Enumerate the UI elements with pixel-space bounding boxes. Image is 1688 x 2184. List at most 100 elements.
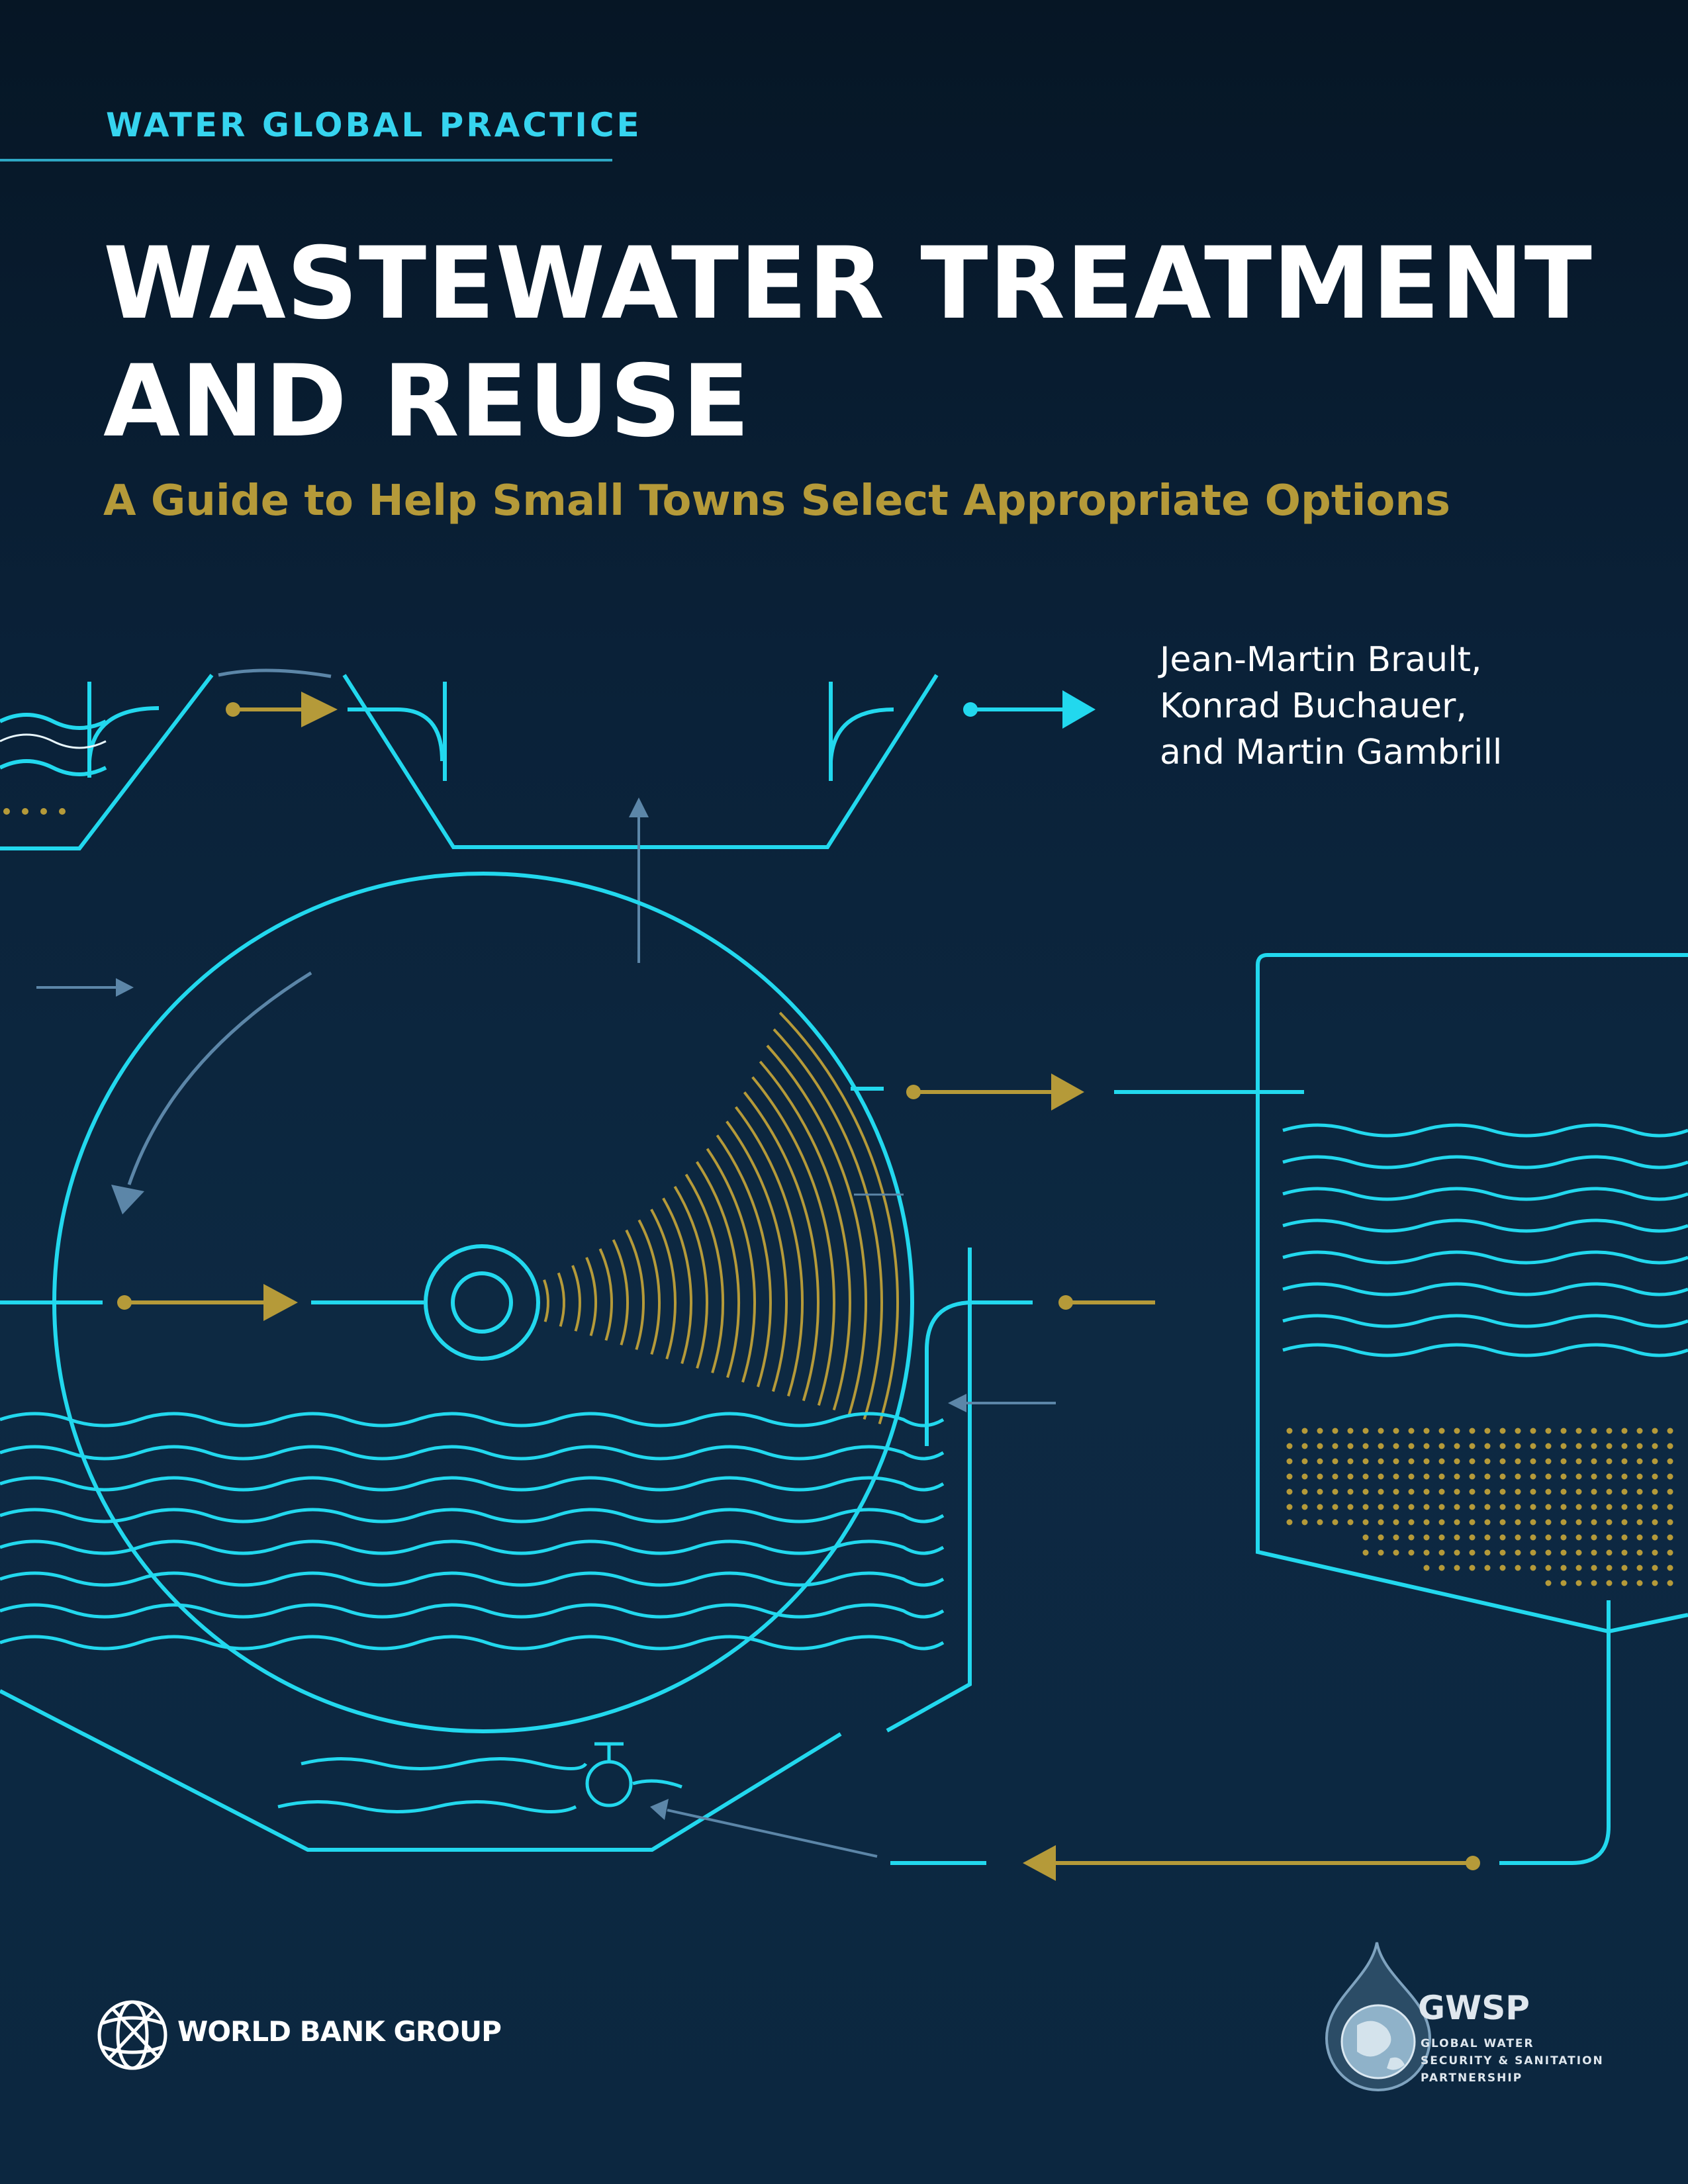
top-center-basin [342, 674, 939, 849]
sludge-dot [1591, 1504, 1597, 1510]
sludge-dot [1621, 1519, 1628, 1525]
sludge-dot [1408, 1458, 1415, 1465]
sludge-dot [1362, 1473, 1369, 1480]
sludge-dot [1484, 1473, 1491, 1480]
sludge-dot [1332, 1473, 1338, 1480]
sludge-dot [1606, 1504, 1613, 1510]
right-tank [1256, 953, 1688, 1865]
sludge-dot [1438, 1443, 1445, 1449]
sludge-dot [1652, 1428, 1658, 1434]
sludge-dot [1575, 1488, 1582, 1495]
sludge-dot [1652, 1443, 1658, 1449]
sludge-dot [1408, 1473, 1415, 1480]
sludge-dot [1408, 1488, 1415, 1495]
sludge-dot [1575, 1534, 1582, 1541]
sludge-dot [1575, 1443, 1582, 1449]
sludge-dot [1606, 1458, 1613, 1465]
sludge-dot [1438, 1565, 1445, 1571]
sludge-dot [1591, 1549, 1597, 1556]
sludge-dot [1545, 1534, 1552, 1541]
sludge-dot [1545, 1580, 1552, 1586]
sludge-dot [1438, 1549, 1445, 1556]
wave-line [0, 1445, 945, 1461]
sludge-dot [1362, 1519, 1369, 1525]
scraper-arc [684, 1173, 725, 1373]
sludge-dot [1469, 1549, 1476, 1556]
sludge-dot [1301, 1473, 1308, 1480]
sludge-dot [1545, 1428, 1552, 1434]
sludge-dot [1652, 1473, 1658, 1480]
sludge-dot [1393, 1428, 1399, 1434]
gwsp-full-name: GLOBAL WATER SECURITY & SANITATION PARTN… [1421, 2035, 1604, 2087]
sludge-dot [1636, 1458, 1643, 1465]
sludge-dot [1347, 1458, 1354, 1465]
sludge-dot [1454, 1534, 1460, 1541]
wave-line [0, 1508, 945, 1524]
clarifier-waves [0, 1412, 945, 1651]
sludge-dot [1317, 1473, 1323, 1480]
sludge-dot [1636, 1473, 1643, 1480]
sludge-dot [1591, 1488, 1597, 1495]
sludge-dot [1606, 1549, 1613, 1556]
sludge-dot [1301, 1443, 1308, 1449]
sludge-dot [1378, 1519, 1384, 1525]
sludge-dot [1515, 1519, 1521, 1525]
series-label: WATER GLOBAL PRACTICE [106, 106, 642, 144]
sludge-dot [1530, 1534, 1536, 1541]
top-left-tank [0, 674, 214, 850]
sludge-dot [1438, 1504, 1445, 1510]
sludge-dot [1575, 1428, 1582, 1434]
wave-line [1282, 1314, 1688, 1328]
globe-icon [97, 2000, 167, 2070]
sludge-dot [1621, 1580, 1628, 1586]
scraper-arc [696, 1161, 740, 1378]
sludge-dot [1575, 1458, 1582, 1465]
sludge-dot [1484, 1443, 1491, 1449]
sludge-dot [1667, 1534, 1673, 1541]
sludge-dot [1469, 1534, 1476, 1541]
flow-arrow-up [629, 797, 649, 963]
sludge-dot [1560, 1428, 1567, 1434]
sludge-dot [1515, 1549, 1521, 1556]
sludge-dot [1317, 1519, 1323, 1525]
sludge-dot [1515, 1488, 1521, 1495]
sludge-dot [1347, 1504, 1354, 1510]
sludge-dot [1515, 1473, 1521, 1480]
sludge-dot [1499, 1488, 1506, 1495]
flow-arrow-inlet [117, 1284, 298, 1321]
sludge-dot [1667, 1488, 1673, 1495]
sludge-dot [1438, 1458, 1445, 1465]
flow-arrow-sludge [650, 1799, 878, 1858]
sludge-dot [1393, 1443, 1399, 1449]
sludge-dot [1408, 1549, 1415, 1556]
sludge-dot [1332, 1443, 1338, 1449]
wave-line [0, 1635, 945, 1651]
sludge-dot [1347, 1473, 1354, 1480]
sludge-dot [1560, 1549, 1567, 1556]
sludge-dot [1499, 1458, 1506, 1465]
sludge-dot [1484, 1504, 1491, 1510]
sludge-dot [1652, 1534, 1658, 1541]
sludge-dot [1347, 1443, 1354, 1449]
sludge-dot [1591, 1580, 1597, 1586]
sludge-dot [1499, 1428, 1506, 1434]
wave-line [0, 1476, 945, 1492]
flow-arrow-left-small [36, 978, 134, 997]
scraper-arc [759, 1060, 851, 1411]
page-title: WASTEWATER TREATMENT AND REUSE [103, 225, 1593, 461]
sludge-dot [1317, 1458, 1323, 1465]
scraper-arc [716, 1134, 772, 1388]
sludge-dot [1332, 1428, 1338, 1434]
sludge-dot [1484, 1458, 1491, 1465]
sludge-dot [1438, 1473, 1445, 1480]
sludge-dot [1621, 1428, 1628, 1434]
wave-line [1282, 1218, 1688, 1233]
sludge-dot [1301, 1504, 1308, 1510]
sludge-dot [1545, 1565, 1552, 1571]
sludge-dot [1636, 1519, 1643, 1525]
sludge-dot [1393, 1473, 1399, 1480]
sludge-dot [1484, 1488, 1491, 1495]
sludge-dot [1530, 1504, 1536, 1510]
sludge-dot [1652, 1565, 1658, 1571]
scraper-arc [650, 1208, 677, 1359]
